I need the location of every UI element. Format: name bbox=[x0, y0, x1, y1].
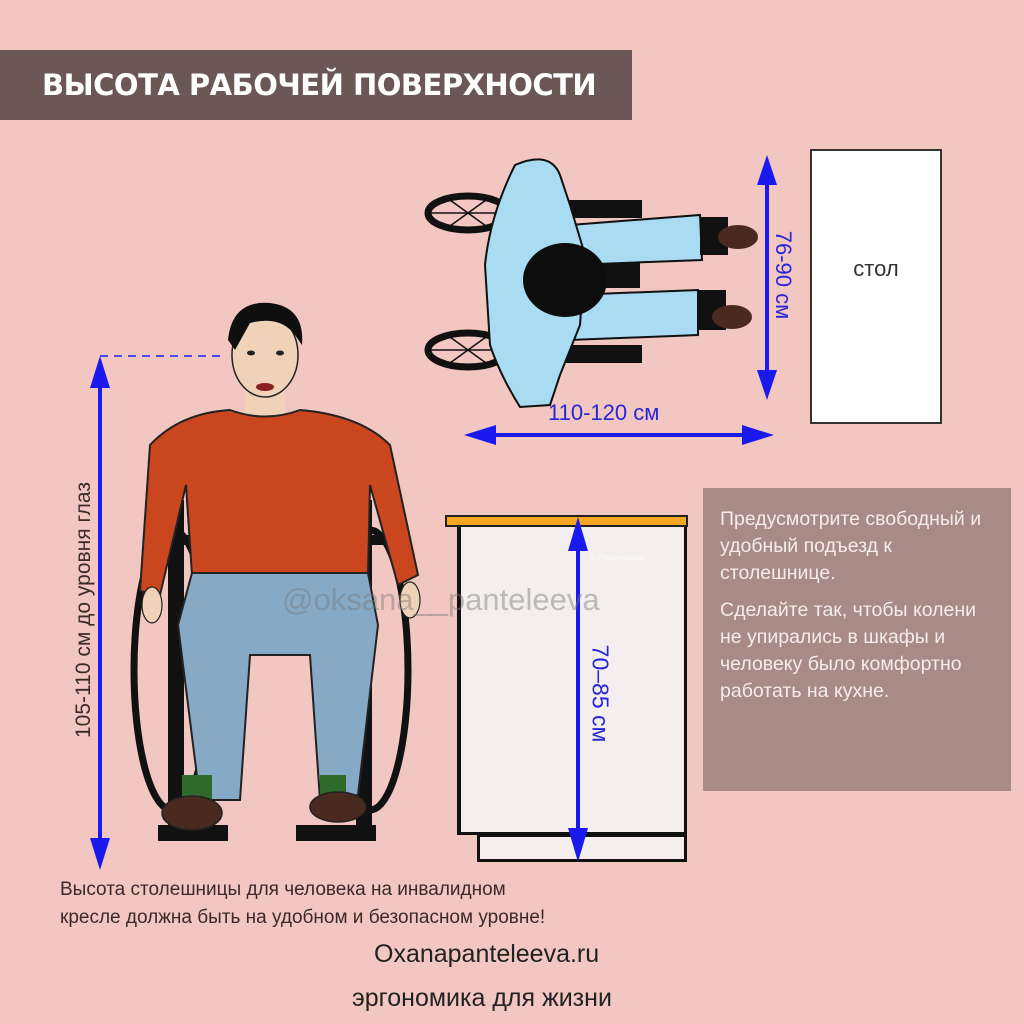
small-watermark: © Thesavvydecor bbox=[590, 555, 645, 562]
caption-line: кресле должна быть на удобном и безопасн… bbox=[60, 907, 546, 928]
author-watermark: @oksana__panteleeva bbox=[282, 582, 600, 617]
top-view-wheelchair-illustration bbox=[424, 158, 758, 409]
counter-height-label: 70–85 см bbox=[587, 644, 614, 743]
caption: Высота столешницы для человека на инвали… bbox=[60, 876, 545, 932]
countertop bbox=[445, 515, 688, 527]
info-paragraph: Предусмотрите свободный и удобный подъез… bbox=[720, 508, 982, 584]
info-box: Предусмотрите свободный и удобный подъез… bbox=[703, 488, 1011, 791]
width-arrow bbox=[464, 425, 774, 445]
counter-height-arrow bbox=[568, 517, 588, 862]
width-dimension-label: 110-120 см bbox=[548, 400, 660, 425]
site-link[interactable]: Oxanapanteleeva.ru bbox=[374, 940, 600, 968]
depth-arrow bbox=[757, 155, 777, 400]
eye-level-dimension-label: 105-110 см до уровня глаз bbox=[72, 482, 95, 738]
depth-dimension-label: 76-90 см bbox=[771, 230, 796, 320]
info-paragraph: Сделайте так, чтобы колени не упирались … bbox=[720, 599, 977, 702]
title-banner: ВЫСОТА РАБОЧЕЙ ПОВЕРХНОСТИ bbox=[0, 50, 632, 120]
slogan: эргономика для жизни bbox=[352, 984, 612, 1012]
eye-level-arrow bbox=[90, 355, 220, 870]
caption-line: Высота столешницы для человека на инвали… bbox=[60, 879, 506, 900]
table-top-view: стол bbox=[810, 149, 942, 424]
page-title: ВЫСОТА РАБОЧЕЙ ПОВЕРХНОСТИ bbox=[42, 68, 597, 102]
cabinet-body bbox=[457, 527, 687, 835]
man-in-wheelchair-illustration bbox=[130, 302, 421, 841]
table-label: стол bbox=[853, 255, 899, 281]
